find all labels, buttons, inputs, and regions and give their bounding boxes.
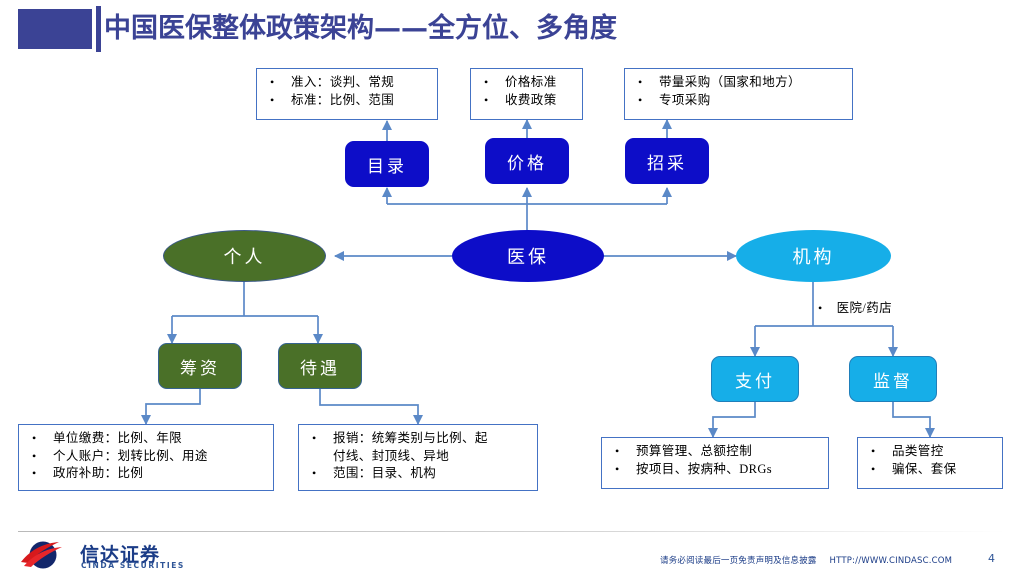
- list-item: •预算管理、总额控制: [610, 443, 822, 461]
- bullet-icon: •: [312, 431, 317, 445]
- insurance-node[interactable]: 医保: [452, 230, 604, 282]
- catalog-detail-box: •准入：谈判、常规 •标准：比例、范围: [256, 68, 438, 120]
- node-label: 招采: [647, 153, 687, 173]
- procurement-node[interactable]: 招采: [625, 138, 709, 184]
- bullet-icon: •: [818, 301, 823, 315]
- supervision-node[interactable]: 监督: [849, 356, 937, 402]
- logo-text-cn: 信达证券: [80, 544, 161, 566]
- bullet-icon: •: [615, 461, 620, 476]
- list-item: •品类管控: [866, 443, 996, 461]
- procurement-detail-box: •带量采购（国家和地方） •专项采购: [624, 68, 853, 120]
- list-item: •准入：谈判、常规: [265, 74, 431, 92]
- bullet-icon: •: [615, 444, 620, 458]
- header-accent-bar: [96, 6, 101, 52]
- node-label: 待遇: [300, 358, 340, 378]
- hospital-pharmacy-note: •医院/药店: [818, 301, 893, 315]
- bullet-icon: •: [32, 431, 37, 445]
- bullet-icon: •: [484, 92, 489, 107]
- footer-divider: [18, 531, 1006, 532]
- price-node[interactable]: 价格: [485, 138, 569, 184]
- node-label: 个人: [223, 247, 266, 267]
- list-item: •专项采购: [633, 92, 846, 110]
- bullet-icon: •: [270, 92, 275, 107]
- list-item-continuation: 付线、封顶线、异地: [333, 448, 450, 463]
- node-label: 机构: [792, 247, 835, 267]
- list-item: •标准：比例、范围: [265, 92, 431, 110]
- bullet-icon: •: [312, 466, 317, 480]
- bullet-icon: •: [32, 466, 37, 480]
- catalog-node[interactable]: 目录: [345, 141, 429, 187]
- list-item: •骗保、套保: [866, 461, 996, 479]
- supervision-detail-box: •品类管控 •骗保、套保: [857, 437, 1003, 489]
- list-item: •价格标准: [479, 74, 576, 92]
- company-logo: 信达证券 CINDA SECURITIES: [18, 540, 268, 572]
- bullet-icon: •: [484, 75, 489, 89]
- individual-node[interactable]: 个人: [163, 230, 326, 282]
- list-item: •带量采购（国家和地方）: [633, 74, 846, 92]
- disclaimer-text: 请务必阅读最后一页免责声明及信息披露: [660, 556, 817, 566]
- list-item: •报销：统筹类别与比例、起: [307, 430, 531, 448]
- footer-url[interactable]: HTTP://WWW.CINDASC.COM: [829, 556, 953, 566]
- benefit-node[interactable]: 待遇: [278, 343, 362, 389]
- bullet-icon: •: [32, 448, 37, 463]
- payment-detail-box: •预算管理、总额控制 •按项目、按病种、DRGs: [601, 437, 829, 489]
- cinda-logo-icon: [21, 541, 62, 569]
- node-label: 监督: [873, 371, 913, 391]
- logo-text-en: CINDA SECURITIES: [81, 561, 185, 570]
- price-detail-box: •价格标准 •收费政策: [470, 68, 583, 120]
- bullet-icon: •: [638, 75, 643, 89]
- node-label: 筹资: [180, 358, 220, 378]
- list-item: •范围：目录、机构: [307, 465, 531, 483]
- list-item: •收费政策: [479, 92, 576, 110]
- list-item: •按项目、按病种、DRGs: [610, 461, 822, 479]
- list-item: •单位缴费：比例、年限: [27, 430, 267, 448]
- benefit-detail-box: •报销：统筹类别与比例、起 付线、封顶线、异地 •范围：目录、机构: [298, 424, 538, 491]
- bullet-icon: •: [871, 461, 876, 476]
- node-label: 支付: [735, 371, 775, 391]
- payment-node[interactable]: 支付: [711, 356, 799, 402]
- bullet-icon: •: [871, 444, 876, 458]
- node-label: 价格: [507, 153, 547, 173]
- funding-detail-box: •单位缴费：比例、年限 •个人账户：划转比例、用途 •政府补助：比例: [18, 424, 274, 491]
- bullet-icon: •: [270, 75, 275, 89]
- funding-node[interactable]: 筹资: [158, 343, 242, 389]
- list-item: •个人账户：划转比例、用途: [27, 448, 267, 466]
- footer-disclaimer: 请务必阅读最后一页免责声明及信息披露 HTTP://WWW.CINDASC.CO…: [660, 554, 952, 566]
- node-label: 医保: [507, 247, 549, 267]
- page-title: 中国医保整体政策架构——全方位、多角度: [104, 13, 617, 44]
- bullet-icon: •: [638, 92, 643, 107]
- header-accent-square: [18, 9, 92, 49]
- institution-node[interactable]: 机构: [736, 230, 891, 282]
- node-label: 目录: [367, 156, 407, 176]
- page-number: 4: [988, 552, 995, 565]
- list-item: •政府补助：比例: [27, 465, 267, 483]
